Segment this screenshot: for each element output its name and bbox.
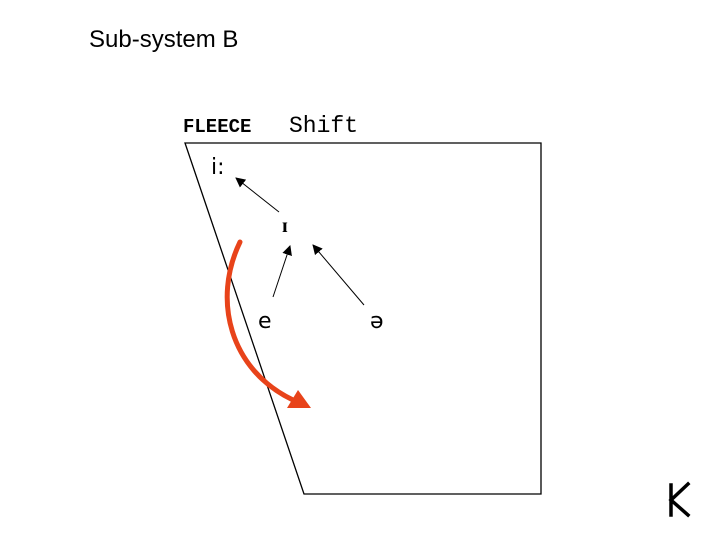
highlight-arrow [224, 239, 311, 408]
vowel-kit: ɪ [282, 215, 288, 237]
vowel-dress: e [258, 309, 272, 334]
vowel-schwa: ə [370, 309, 384, 334]
arrow-schwa-to-kit [312, 244, 365, 306]
slide-title: Sub-system B [89, 26, 239, 53]
vowel-quadrilateral [184, 142, 542, 495]
vowel-fleece: i: [211, 155, 225, 180]
arrow-kit-to-fleece [235, 177, 280, 213]
arrow-dress-to-kit [272, 245, 292, 298]
diagram-heading-fleece: FLEECE [183, 116, 251, 138]
corner-glyph-icon [668, 481, 691, 518]
diagram-heading-shift: Shift [289, 113, 358, 139]
